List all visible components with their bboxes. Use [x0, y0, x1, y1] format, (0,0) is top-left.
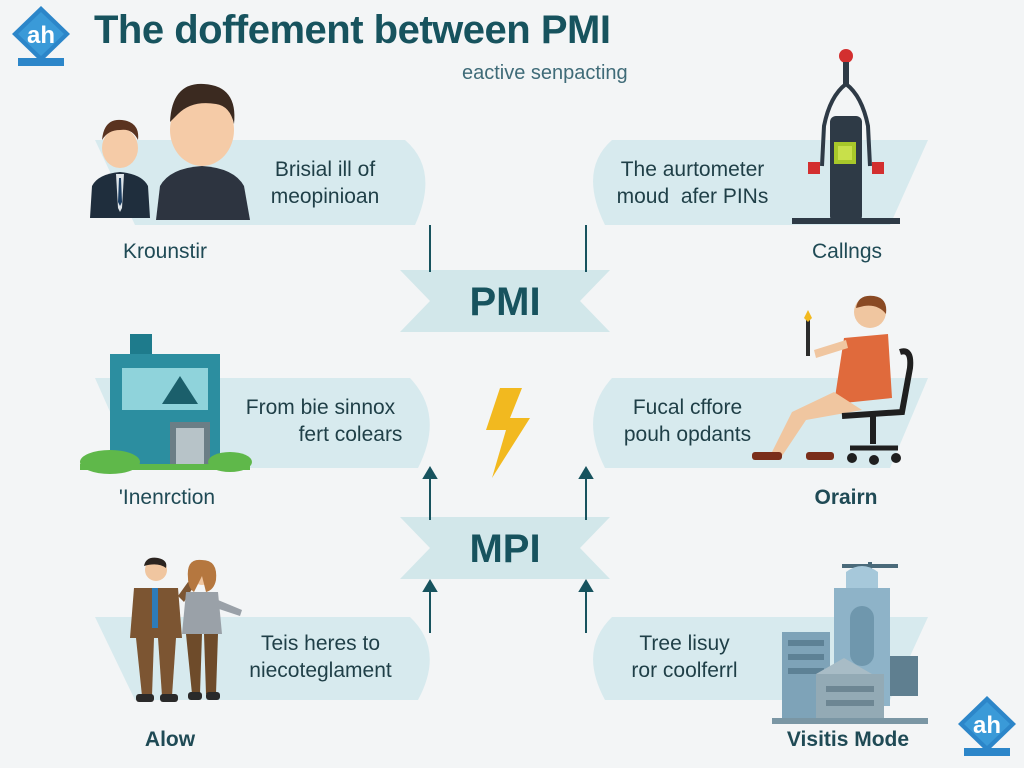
left-2-line1: From bie sinnox [245, 396, 396, 419]
ribbon-mpi-label: MPI [469, 527, 541, 571]
brand-logo: ah [10, 4, 72, 66]
left-3-line1: Teis heres to [260, 632, 381, 655]
city-buildings-icon [772, 562, 928, 724]
right-1-line1: The aurtometer [620, 158, 765, 181]
left-2-text: From bie sinnox fert colears [228, 394, 413, 448]
right-2-text: Fucal cffore pouh opdants [600, 394, 775, 448]
logo-text: ah [972, 712, 1001, 739]
caption-right-2: Orairn [814, 486, 878, 509]
logo-tag [18, 58, 64, 66]
left-1-line2: meopinioan [270, 185, 380, 208]
logo-shape-icon [958, 696, 1016, 752]
caption-right-1: Callngs [811, 240, 883, 263]
logo-tag [964, 748, 1010, 756]
left-3-text: Teis heres to niecoteglament [228, 630, 413, 684]
arrowhead-right-mid [578, 466, 594, 479]
left-1-text: Brisial ill of meopinioan [240, 156, 410, 210]
page-subtitle: eactive senpacting [462, 62, 628, 84]
right-3-line2: ror coolferrl [631, 659, 738, 682]
people-icon [90, 83, 250, 220]
couple-talking-icon [130, 557, 242, 702]
right-1-line2: moud afer PINs [616, 185, 769, 208]
caption-left-3: Alow [144, 728, 196, 751]
caption-left-1: Krounstir [122, 240, 208, 263]
logo-text: ah [26, 22, 55, 49]
caption-left-2: 'Inenrction [118, 486, 216, 509]
arrowhead-left-mid [422, 466, 438, 479]
building-icon [80, 334, 252, 474]
right-3-text: Tree lisuy ror coolferrl [612, 630, 757, 684]
brand-logo-corner: ah [956, 694, 1018, 756]
ribbon-pmi-label: PMI [469, 280, 541, 324]
ribbon-mpi [400, 517, 610, 579]
caption-right-3: Visitis Mode [786, 728, 910, 751]
right-2-line1: Fucal cffore [632, 396, 743, 419]
left-2-line2: fert colears [298, 423, 403, 446]
right-2-line2: pouh opdants [623, 423, 752, 446]
left-3-line2: niecoteglament [249, 659, 392, 682]
logo-shape-icon [12, 6, 70, 62]
seated-person-icon [752, 295, 914, 465]
right-3-line1: Tree lisuy [639, 632, 730, 655]
arrowhead-right-bot [578, 579, 594, 592]
arrowhead-left-bot [422, 579, 438, 592]
ribbon-pmi [400, 270, 610, 332]
page-title: The doffement between PMI [94, 8, 611, 52]
lightning-bolt-icon [486, 388, 530, 478]
left-1-line1: Brisial ill of [274, 158, 376, 181]
right-1-text: The aurtometer moud afer PINs [600, 156, 785, 210]
tower-icon [792, 49, 900, 224]
